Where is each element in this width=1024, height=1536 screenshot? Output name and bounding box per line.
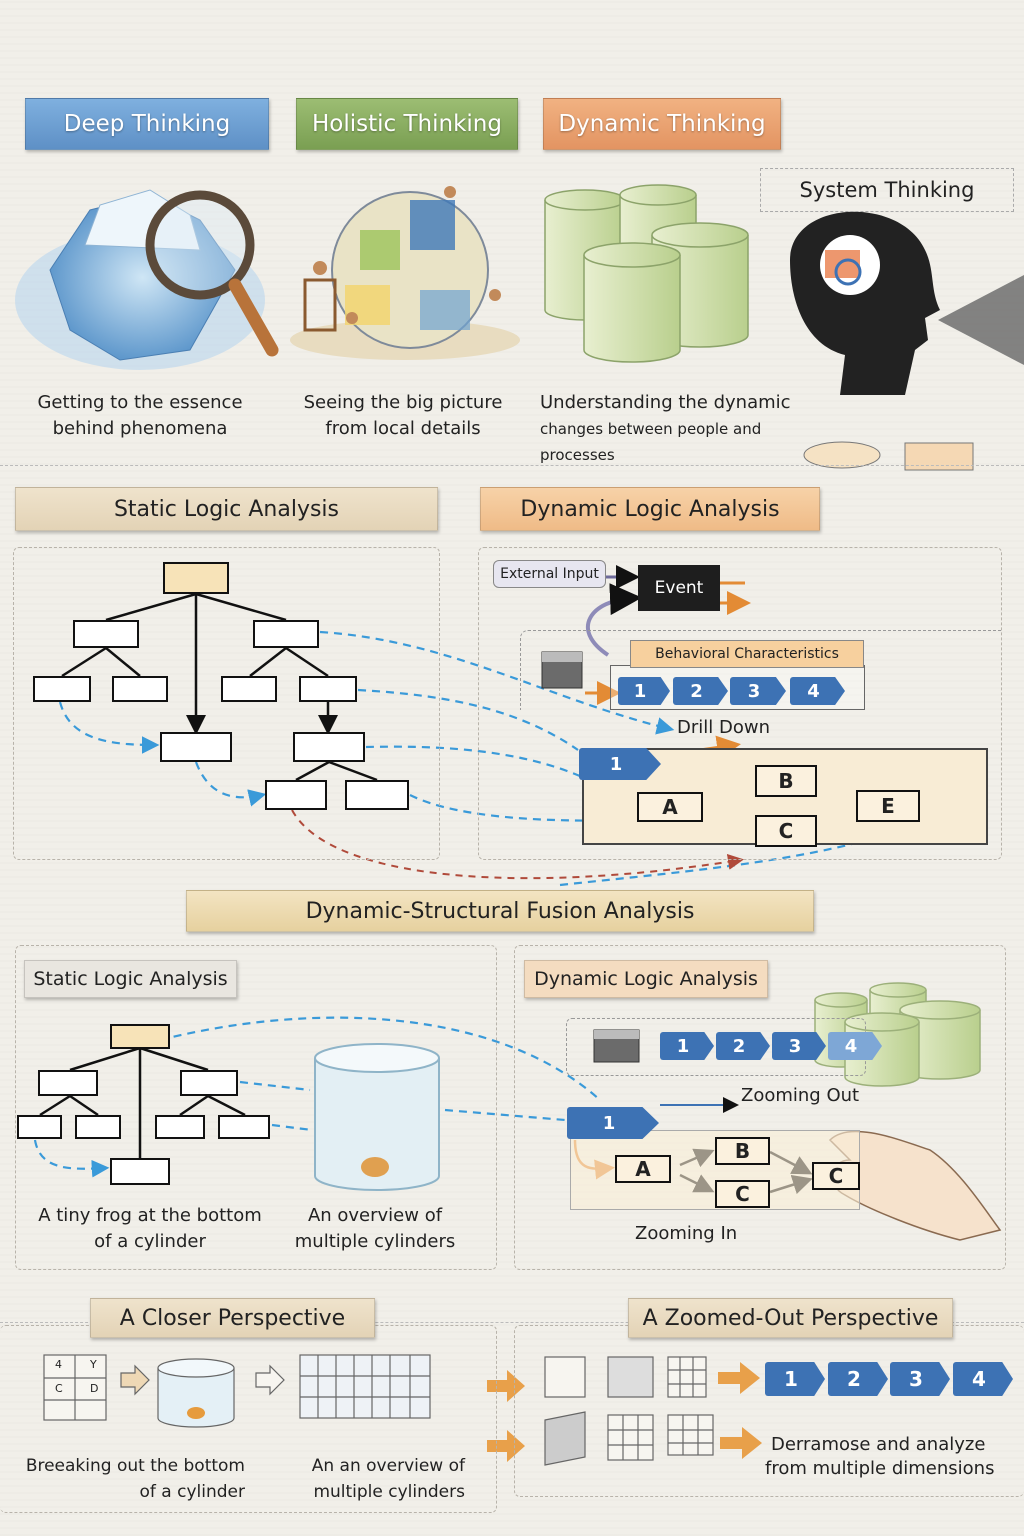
dynamic-logic-tag: Dynamic Logic Analysis xyxy=(480,487,820,531)
node-a: A xyxy=(615,1155,671,1183)
static-panel xyxy=(13,547,440,860)
holistic-thinking-tag: Holistic Thinking xyxy=(296,98,518,150)
tree-node xyxy=(38,1070,98,1096)
tree-node xyxy=(160,732,232,762)
node-a: A xyxy=(637,792,703,822)
zoomed-out-caption-2: from multiple dimensions xyxy=(765,1458,995,1479)
flow-step-chevron: 1 xyxy=(567,1107,659,1139)
node-c-2: C xyxy=(812,1162,860,1190)
behavioral-characteristics-label: Behavioral Characteristics xyxy=(630,640,864,668)
iceberg-illustration xyxy=(15,189,279,370)
grid-label: D xyxy=(90,1382,99,1395)
closer-caption-2: of a cylinder xyxy=(139,1482,245,1502)
holistic-caption: Seeing the big picture xyxy=(303,392,503,413)
deep-thinking-tag: Deep Thinking xyxy=(25,98,269,150)
overview-caption: An overview of xyxy=(307,1205,443,1226)
zooming-in-label: Zooming In xyxy=(635,1223,738,1244)
static-logic-tag: Static Logic Analysis xyxy=(15,487,438,531)
tree-node xyxy=(33,676,91,702)
tree-node xyxy=(299,676,357,702)
grid-label: 4 xyxy=(55,1358,62,1371)
node-c: C xyxy=(755,815,817,847)
dynamic-caption-2: changes between people and processes xyxy=(540,420,762,464)
head-silhouette-icon xyxy=(790,211,1024,471)
tree-root xyxy=(110,1024,170,1049)
frog-caption: A tiny frog at the bottom xyxy=(38,1205,262,1226)
grid-label: C xyxy=(55,1382,63,1395)
step-chevron: 3 xyxy=(772,1032,826,1060)
step-chevron: 4 xyxy=(828,1032,882,1060)
tree-node xyxy=(180,1070,238,1096)
tree-node xyxy=(112,676,168,702)
step-chevron: 1 xyxy=(618,677,670,705)
step-chevron: 4 xyxy=(790,677,845,705)
closer-perspective-tag: A Closer Perspective xyxy=(90,1298,375,1338)
fusion-static-panel xyxy=(15,945,497,1270)
node-e: E xyxy=(856,790,920,822)
tree-node xyxy=(110,1158,170,1185)
grid-label: Y xyxy=(90,1358,97,1371)
drill-down-label: Drill Down xyxy=(677,717,770,738)
closer-overview-caption: An an overview of xyxy=(311,1456,465,1476)
fusion-dynamic-tag: Dynamic Logic Analysis xyxy=(524,960,768,998)
static-tree-lines xyxy=(61,592,378,782)
step-chevron: 2 xyxy=(716,1032,770,1060)
tree-node xyxy=(155,1115,205,1139)
divider xyxy=(0,465,1024,466)
fusion-dynamic-panel xyxy=(514,945,1006,1270)
frog-caption-2: of a cylinder xyxy=(94,1231,206,1252)
puzzle-globe-illustration xyxy=(290,186,520,360)
dynamic-thinking-tag: Dynamic Thinking xyxy=(543,98,781,150)
holistic-caption-2: from local details xyxy=(325,418,481,439)
tree-node xyxy=(221,676,277,702)
step-chevron: 1 xyxy=(660,1032,714,1060)
step-chevron: 2 xyxy=(673,677,728,705)
tree-node xyxy=(17,1115,62,1139)
closer-perspective-drawings xyxy=(43,1354,714,1466)
step-chevron: 3 xyxy=(730,677,786,705)
overview-caption-2: multiple cylinders xyxy=(294,1231,456,1252)
step-chevron: 4 xyxy=(953,1362,1013,1396)
node-c: C xyxy=(715,1180,770,1208)
deep-caption: Getting to the essence xyxy=(37,392,243,413)
tree-node xyxy=(293,732,365,762)
step-chevron: 3 xyxy=(890,1362,950,1396)
cylinder-with-frog xyxy=(314,1043,440,1191)
tree-root xyxy=(163,562,229,594)
zoomed-out-caption: Derramose and analyze xyxy=(771,1434,986,1455)
tree-node xyxy=(73,620,139,648)
divider xyxy=(0,1322,1024,1323)
deep-caption-2: behind phenomena xyxy=(52,418,228,439)
tree-node xyxy=(345,780,409,810)
tree-node xyxy=(253,620,319,648)
step-chevron: 1 xyxy=(765,1362,825,1396)
tree-node xyxy=(265,780,327,810)
event-box: Event xyxy=(638,565,720,611)
external-input-box: External Input xyxy=(493,560,606,588)
node-b: B xyxy=(755,765,817,797)
cube-icon xyxy=(541,651,583,689)
dynamic-caption: Understanding the dynamic xyxy=(540,392,791,413)
cube-icon xyxy=(593,1029,640,1063)
fusion-tag: Dynamic-Structural Fusion Analysis xyxy=(186,890,814,932)
orange-arrows xyxy=(487,1362,762,1462)
closer-overview-caption-2: multiple cylinders xyxy=(313,1482,465,1502)
tree-node xyxy=(218,1115,270,1139)
system-thinking-label: System Thinking xyxy=(760,168,1014,212)
node-b: B xyxy=(715,1137,770,1165)
zooming-out-label: Zooming Out xyxy=(741,1085,860,1106)
fusion-static-tag: Static Logic Analysis xyxy=(24,960,237,998)
cylinders-illustration xyxy=(544,184,749,363)
zoomed-out-perspective-tag: A Zoomed-Out Perspective xyxy=(628,1298,953,1338)
closer-caption: Breeaking out the bottom xyxy=(25,1456,245,1476)
tree-node xyxy=(75,1115,121,1139)
flow-step-chevron: 1 xyxy=(579,748,661,780)
step-chevron: 2 xyxy=(828,1362,888,1396)
behavior-panel xyxy=(520,630,1002,710)
